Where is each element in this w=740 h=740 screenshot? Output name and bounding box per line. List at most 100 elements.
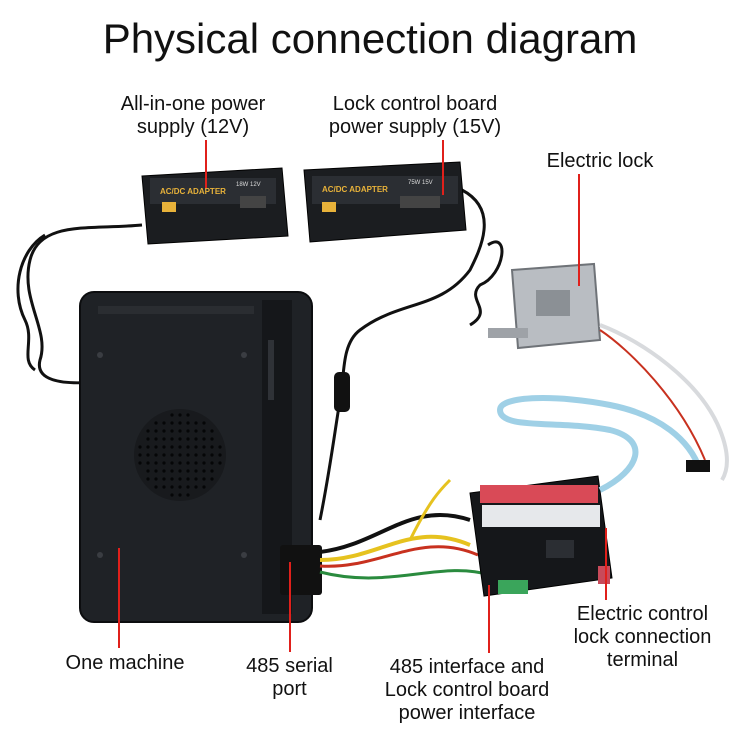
grille-hole — [138, 453, 142, 457]
grille-hole — [194, 429, 198, 433]
power-cord-12v-ac — [16, 233, 46, 372]
grille-hole — [170, 453, 174, 457]
label-power-15v-line2: power supply (15V) — [328, 116, 502, 138]
grille-hole — [154, 477, 158, 481]
label-electric-lock: Electric lock — [546, 150, 654, 172]
grille-hole — [154, 461, 158, 465]
grille-hole — [138, 445, 142, 449]
grille-hole — [210, 445, 214, 449]
grille-hole — [154, 421, 158, 425]
wire-black — [319, 513, 471, 554]
grille-hole — [218, 453, 222, 457]
grille-hole — [186, 421, 190, 425]
grille-hole — [210, 477, 214, 481]
page-title: Physical connection diagram — [102, 15, 638, 62]
lock-control-board — [469, 475, 613, 597]
grille-hole — [170, 485, 174, 489]
power-cord-12v — [26, 223, 143, 385]
grille-hole — [154, 469, 158, 473]
machine-body — [79, 291, 322, 623]
grille-hole — [146, 469, 150, 473]
grille-hole — [170, 493, 174, 497]
label-power-15v-line1: Lock control board — [332, 93, 498, 115]
label-485-serial-line2: port — [272, 678, 307, 700]
grille-hole — [210, 429, 214, 433]
grille-hole — [154, 445, 158, 449]
grille-hole — [202, 461, 206, 465]
grille-hole — [210, 437, 214, 441]
grille-hole — [170, 421, 174, 425]
grille-hole — [186, 445, 190, 449]
grille-hole — [162, 445, 166, 449]
grille-hole — [154, 453, 158, 457]
green-terminal — [498, 580, 528, 594]
grille-hole — [202, 429, 206, 433]
label-power-12v: All-in-one power supply (12V) — [88, 93, 298, 139]
relay-row — [480, 485, 600, 527]
grille-hole — [194, 453, 198, 457]
grille-hole — [146, 461, 150, 465]
adapter-12v-brand: AC/DC ADAPTER — [160, 187, 226, 196]
label-485-serial-line1: 485 serial — [246, 655, 333, 677]
power-cord-15v — [318, 188, 486, 521]
grille-hole — [170, 413, 174, 417]
grille-hole — [186, 493, 190, 497]
grille-hole — [154, 485, 158, 489]
grille-hole — [146, 429, 150, 433]
label-485-interface-line1: 485 interface and — [389, 656, 545, 678]
grille-hole — [178, 461, 182, 465]
wire-yellow — [319, 534, 471, 562]
label-terminal: Electric control lock connection termina… — [550, 603, 735, 672]
grille-hole — [146, 445, 150, 449]
barrel-connector — [334, 372, 350, 412]
pointer-485-serial — [289, 562, 291, 652]
grille-hole — [194, 437, 198, 441]
grille-hole — [170, 437, 174, 441]
pointer-electric-lock — [578, 174, 580, 286]
grille-hole — [186, 461, 190, 465]
grille-hole — [178, 477, 182, 481]
grille-hole — [186, 429, 190, 433]
grille-hole — [162, 469, 166, 473]
grille-hole — [162, 429, 166, 433]
grille-hole — [202, 477, 206, 481]
label-485-serial: 485 serial port — [222, 655, 357, 701]
power-cord-15v-ac — [469, 240, 504, 327]
pointer-power-15v — [442, 140, 444, 195]
grille-hole — [170, 477, 174, 481]
grille-hole — [170, 461, 174, 465]
grille-hole — [210, 461, 214, 465]
grille-hole — [202, 469, 206, 473]
adapter-12v: AC/DC ADAPTER 18W 12V — [141, 167, 289, 245]
adapter-15v: AC/DC ADAPTER 75W 15V — [303, 161, 467, 243]
grille-hole — [154, 429, 158, 433]
label-485-interface-line3: power interface — [398, 702, 536, 724]
label-terminal-line2: lock connection — [573, 626, 712, 648]
grille-hole — [170, 469, 174, 473]
label-power-12v-line2: supply (12V) — [136, 116, 250, 138]
grille-hole — [186, 453, 190, 457]
grille-hole — [178, 429, 182, 433]
label-terminal-line1: Electric control — [576, 603, 709, 625]
speaker-grille — [134, 409, 226, 501]
grille-hole — [146, 453, 150, 457]
grille-hole — [162, 477, 166, 481]
grille-hole — [162, 453, 166, 457]
pointer-terminal — [605, 528, 607, 600]
grille-hole — [194, 421, 198, 425]
grille-hole — [186, 469, 190, 473]
lock-cable — [496, 395, 703, 493]
label-terminal-line3: terminal — [606, 649, 679, 671]
grille-hole — [154, 437, 158, 441]
label-power-15v: Lock control board power supply (15V) — [300, 93, 530, 139]
label-485-interface: 485 interface and Lock control board pow… — [352, 656, 582, 725]
grille-hole — [210, 469, 214, 473]
grille-hole — [178, 469, 182, 473]
grille-hole — [138, 461, 142, 465]
grille-hole — [194, 461, 198, 465]
grille-hole — [162, 421, 166, 425]
grille-hole — [202, 445, 206, 449]
grille-hole — [178, 445, 182, 449]
grille-hole — [186, 413, 190, 417]
